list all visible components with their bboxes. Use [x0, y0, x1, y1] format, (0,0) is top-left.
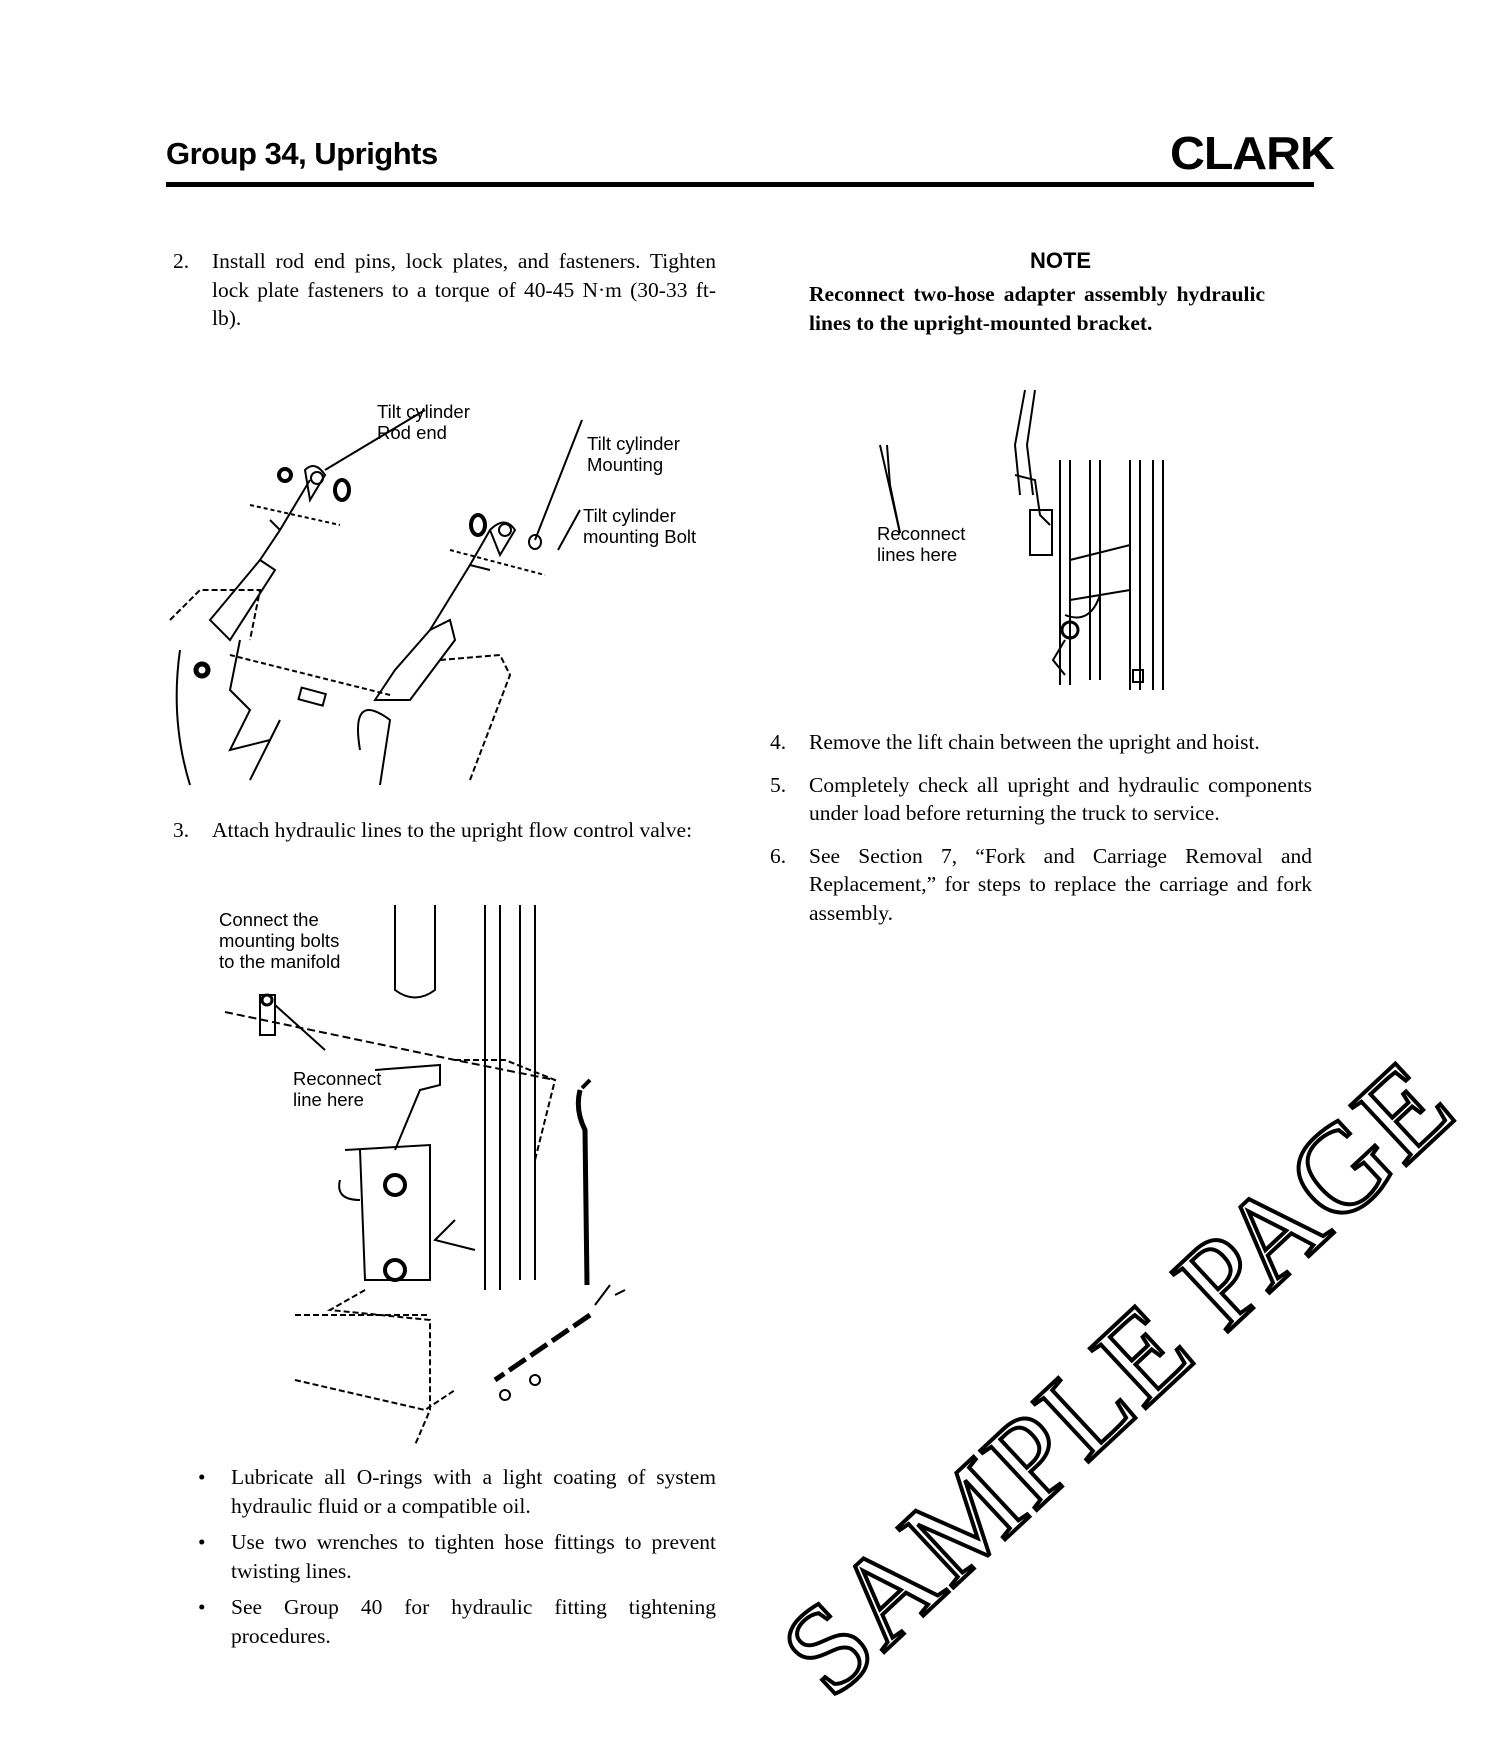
sample-page-watermark: SAMPLE PAGE — [754, 1032, 1482, 1724]
bullet-item: • Use two wrenches to tighten hose fitti… — [198, 1528, 716, 1585]
note-heading: NOTE — [1029, 248, 1092, 273]
bullet-item: • See Group 40 for hydraulic fitting tig… — [198, 1593, 716, 1650]
bullet-icon: • — [198, 1530, 206, 1554]
label-reconnect-lines-here: Reconnect lines here — [877, 523, 966, 565]
page-title: Group 34, Uprights — [166, 136, 438, 171]
step-number: 2. — [173, 249, 190, 273]
bullet-text: Use two wrenches to tighten hose fitting… — [231, 1530, 716, 1583]
step-5: 5. Completely check all upright and hydr… — [770, 771, 1312, 828]
step-number: 4. — [770, 730, 787, 754]
clark-logo: CLARK — [1170, 127, 1335, 179]
step-text: Attach hydraulic lines to the upright fl… — [212, 818, 693, 842]
step-2: 2. Install rod end pins, lock plates, an… — [173, 247, 716, 333]
label-tilt-cylinder-mounting-bolt: Tilt cylinder mounting Bolt — [583, 505, 697, 547]
tilt-cylinder-drawing — [169, 409, 583, 786]
tilt-cylinder-figure: Tilt cylinder Rod end Tilt cylinder Moun… — [169, 390, 730, 786]
step-3-wrapper: 3. Attach hydraulic lines to the upright… — [173, 816, 716, 845]
bullet-text: Lubricate all O-rings with a light coati… — [231, 1465, 716, 1518]
header-divider — [166, 182, 1314, 187]
step-text: See Section 7, “Fork and Carriage Remova… — [809, 843, 1312, 925]
bullet-icon: • — [198, 1465, 206, 1489]
right-steps: 4. Remove the lift chain between the upr… — [770, 728, 1312, 927]
step-4: 4. Remove the lift chain between the upr… — [770, 728, 1312, 757]
step-number: 6. — [770, 843, 787, 868]
step-2-wrapper: 2. Install rod end pins, lock plates, an… — [173, 247, 716, 333]
bullet-item: • Lubricate all O-rings with a light coa… — [198, 1463, 716, 1520]
two-hose-adapter-drawing — [879, 389, 1164, 690]
step-text: Install rod end pins, lock plates, and f… — [212, 249, 716, 330]
note-text: Reconnect two-hose adapter assembly hydr… — [809, 282, 1265, 335]
flow-control-valve-drawing — [224, 905, 626, 1446]
step-3: 3. Attach hydraulic lines to the upright… — [173, 816, 716, 845]
two-hose-adapter-figure: Reconnect lines here — [875, 385, 1205, 695]
flow-control-valve-figure: Connect the mounting bolts to the manifo… — [215, 900, 725, 1446]
label-tilt-cylinder-rod-end: Tilt cylinder Rod end — [377, 401, 470, 443]
step-text: Completely check all upright and hydraul… — [809, 772, 1312, 826]
step-number: 3. — [173, 818, 190, 842]
label-connect-mounting-bolts: Connect the mounting bolts to the manifo… — [219, 909, 341, 972]
step-6: 6. See Section 7, “Fork and Carriage Rem… — [770, 842, 1312, 928]
label-tilt-cylinder-mounting: Tilt cylinder Mounting — [587, 433, 680, 475]
step-text: Remove the lift chain between the uprigh… — [809, 730, 1260, 754]
bullet-list: • Lubricate all O-rings with a light coa… — [198, 1463, 716, 1650]
bullet-icon: • — [198, 1595, 206, 1619]
label-reconnect-line-here: Reconnect line here — [293, 1068, 382, 1110]
bullet-text: See Group 40 for hydraulic fitting tight… — [231, 1595, 716, 1648]
step-number: 5. — [770, 772, 787, 797]
